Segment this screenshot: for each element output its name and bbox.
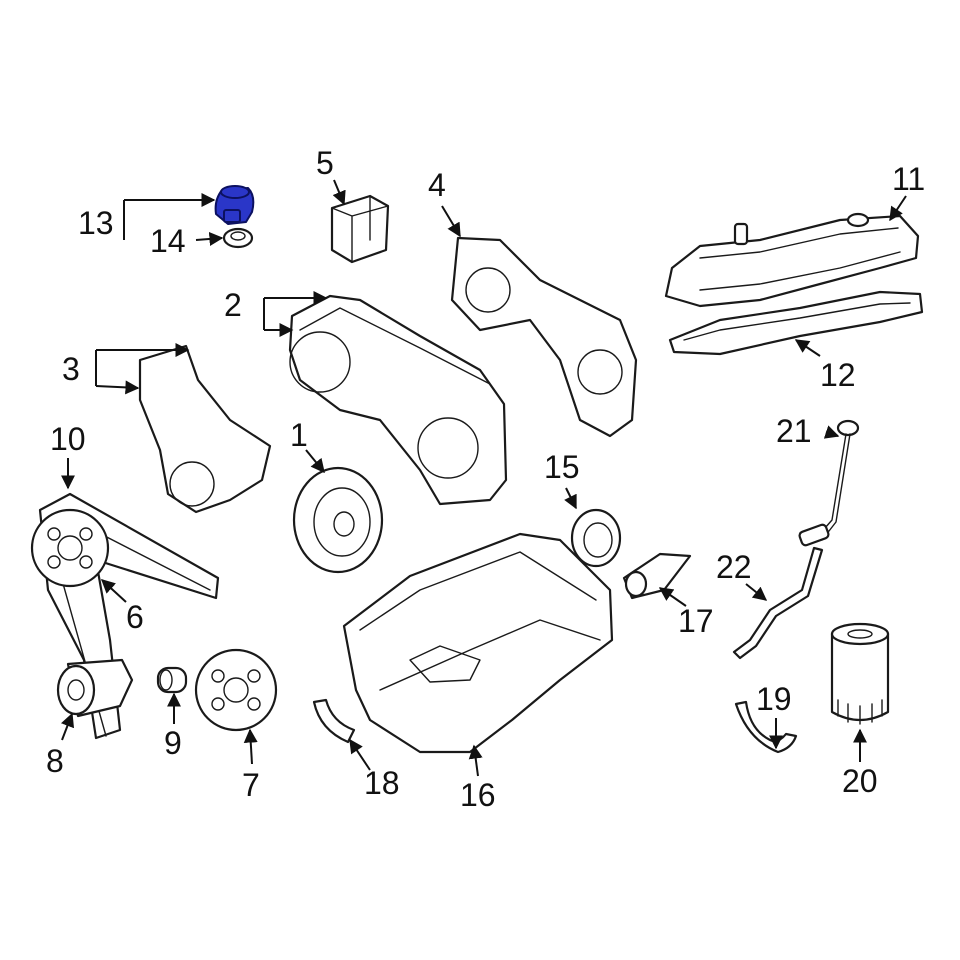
callout-3: 3 xyxy=(62,351,80,387)
part-8-tensioner[interactable] xyxy=(56,658,134,718)
callout-22: 22 xyxy=(716,549,752,585)
callout-8: 8 xyxy=(46,743,64,779)
part-18-pan-seal[interactable] xyxy=(312,698,356,744)
callout-5: 5 xyxy=(316,145,334,181)
callout-13: 13 xyxy=(78,205,114,241)
callout-2: 2 xyxy=(224,287,242,323)
part-11-valve-cover[interactable] xyxy=(664,212,920,308)
part-22-dipstick-tube[interactable] xyxy=(732,546,824,660)
part-12-valve-cover-gasket[interactable] xyxy=(668,290,924,356)
part-13-oil-filler-cap[interactable] xyxy=(214,185,255,225)
part-7-crank-sprocket[interactable] xyxy=(194,648,278,732)
callout-numbers: 13 14 5 2 3 4 11 12 1 10 6 8 9 7 15 16 1… xyxy=(46,145,925,813)
callout-10: 10 xyxy=(50,421,86,457)
callout-9: 9 xyxy=(164,725,182,761)
callout-7: 7 xyxy=(242,767,260,803)
callout-21: 21 xyxy=(776,413,812,449)
part-21-dipstick[interactable] xyxy=(798,419,860,547)
part-2-timing-cover[interactable] xyxy=(288,294,508,506)
part-16-oil-pan[interactable] xyxy=(342,532,614,754)
callout-17: 17 xyxy=(678,603,714,639)
callout-4: 4 xyxy=(428,167,446,203)
callout-11: 11 xyxy=(892,161,925,197)
part-3-lower-timing-cover[interactable] xyxy=(138,344,272,514)
part-15-seal[interactable] xyxy=(570,508,622,568)
callout-15: 15 xyxy=(544,449,580,485)
part-6-cam-sprocket[interactable] xyxy=(30,508,110,588)
leader-lines xyxy=(60,179,907,777)
callout-20: 20 xyxy=(842,763,878,799)
part-4-rear-timing-cover[interactable] xyxy=(450,236,638,438)
part-14-cap-gasket[interactable] xyxy=(222,227,254,249)
part-20-oil-filter[interactable] xyxy=(830,622,890,725)
callout-18: 18 xyxy=(364,765,400,801)
callout-12: 12 xyxy=(820,357,856,393)
part-1-crankshaft-pulley[interactable] xyxy=(292,466,384,574)
part-9-bushing[interactable] xyxy=(156,666,188,694)
callout-19: 19 xyxy=(756,681,792,717)
part-5-mount[interactable] xyxy=(330,194,390,264)
callout-16: 16 xyxy=(460,777,496,813)
callout-14: 14 xyxy=(150,223,186,259)
part-17-oil-pickup[interactable] xyxy=(622,552,692,600)
callout-6: 6 xyxy=(126,599,144,635)
callout-1: 1 xyxy=(290,417,308,453)
